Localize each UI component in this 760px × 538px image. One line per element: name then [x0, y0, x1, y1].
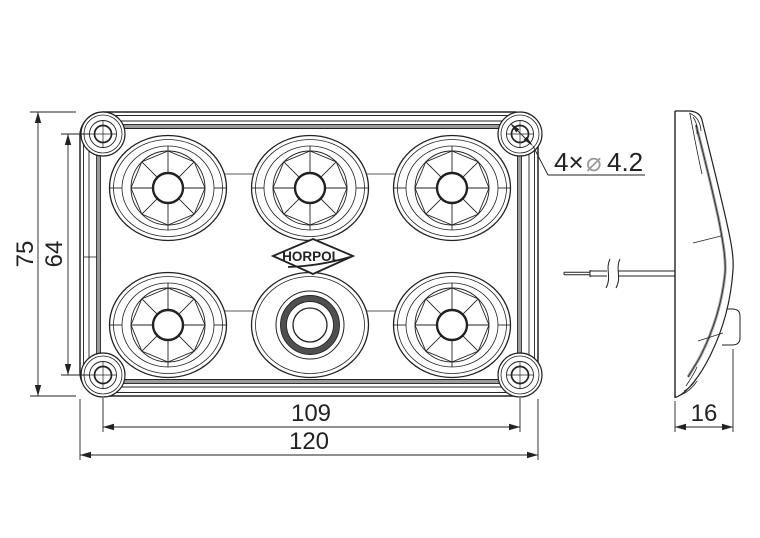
dimensions: 75 64 109 120	[12, 111, 734, 460]
lamp-optic	[250, 134, 370, 242]
dimension-label-120: 120	[289, 428, 329, 455]
horpol-diamond-icon	[270, 238, 356, 275]
dimension-hole-spacing-vertical: 64	[41, 133, 90, 376]
mounting-hole-top-right	[497, 111, 543, 157]
side-detail-lines	[677, 112, 724, 397]
dimension-label-75: 75	[12, 241, 39, 268]
horpol-logo-swoosh	[287, 256, 351, 268]
front-view: HORPOL	[79, 111, 543, 398]
dimension-depth: 16	[674, 349, 734, 432]
housing-outline-second	[83, 115, 535, 393]
housing-outline-inner	[88, 120, 530, 388]
horpol-logo: HORPOL	[270, 238, 356, 275]
lamp-optic	[108, 134, 228, 242]
dimension-label-109: 109	[291, 400, 331, 427]
horpol-logo-text: HORPOL	[282, 249, 340, 264]
side-view	[563, 110, 741, 398]
lamp-optic	[108, 271, 228, 379]
housing-outline-outer	[79, 111, 539, 397]
wire-break-symbol	[605, 258, 621, 289]
lens-bezel-band	[96, 124, 522, 384]
lens-seam	[686, 124, 727, 378]
dimension-hole-spacing-horizontal: 109	[102, 398, 521, 432]
dimension-total-height: 75	[12, 111, 76, 397]
center-ring-lamp	[250, 271, 370, 379]
dimension-total-width: 120	[79, 399, 539, 460]
dimension-label-64: 64	[41, 241, 68, 268]
side-profile-outline	[675, 110, 734, 398]
mounting-holes	[80, 111, 543, 398]
lamp-optic	[392, 271, 512, 379]
hole-diameter-value: 4.2	[607, 147, 643, 177]
wire	[563, 258, 675, 289]
lamp-optic	[392, 134, 512, 242]
lamp-bridge-lines	[224, 173, 396, 312]
mounting-tab	[722, 308, 741, 346]
dimension-label-16: 16	[691, 400, 718, 427]
hole-count-label: 4×	[554, 147, 584, 177]
lamp-optics	[108, 134, 512, 379]
hole-diameter-annotation: 4× ⌀ 4.2	[510, 123, 645, 178]
mounting-hole-bottom-right	[497, 352, 543, 398]
diameter-symbol: ⌀	[586, 148, 602, 178]
